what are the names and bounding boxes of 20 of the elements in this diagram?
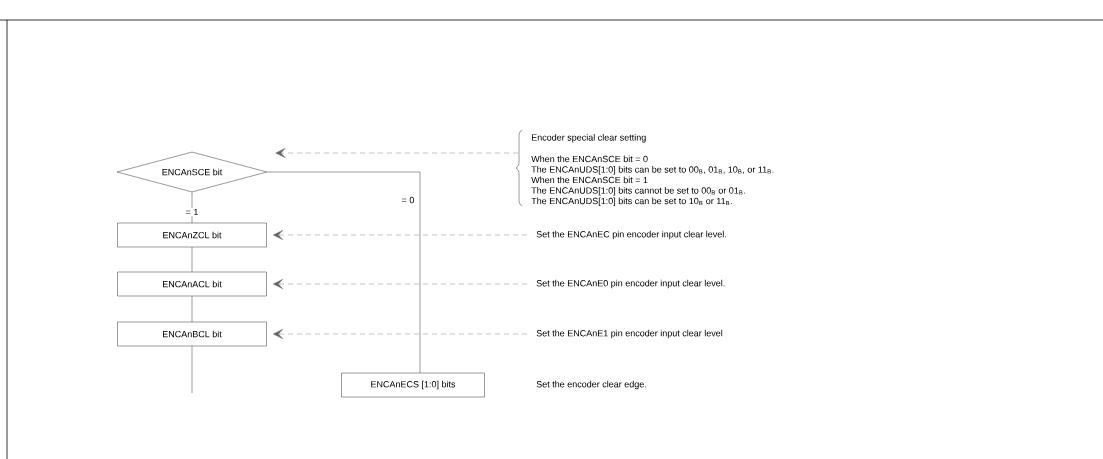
note-text: Set the ENCAnEC pin encoder input clear level. <box>536 230 726 240</box>
note-text: Set the ENCAnE0 pin encoder input clear level. <box>536 279 725 289</box>
connector-line <box>267 171 421 373</box>
connector-line <box>191 296 193 322</box>
edge-label: = 1 <box>184 207 200 217</box>
arrow <box>272 328 528 340</box>
connector-line <box>191 247 193 272</box>
process-box: ENCAnBCL bit <box>117 321 267 347</box>
note-text: Encoder special clear setting When the ENCAnSCE bit = 0 The ENCAnUDS[1:0] bits can be set to 00$_{B}$, 01$_{B}$, 10$_{B}$, or 11$_{B}$. When the ENCAnSCE bit = 1 The ENCAnUDS[1:0] bits cannot be set to 00$_{B}$ or 01$_{B}$. The ENCAnUDS[1:0] bits can be set to 10$_{B}$ or 11$_{B}$. <box>531 134 774 206</box>
process-box: ENCAnACL bit <box>117 271 267 297</box>
note-text: Set the encoder clear edge. <box>536 380 646 390</box>
connector-line <box>191 346 193 394</box>
arrow <box>272 278 528 290</box>
arrow <box>272 229 528 241</box>
process-box: ENCAnECS [1:0] bits <box>341 372 485 398</box>
note-text: Set the ENCAnE1 pin encoder input clear level <box>536 329 723 339</box>
edge-label: = 0 <box>400 195 416 205</box>
process-box: ENCAnZCL bit <box>117 222 267 248</box>
connector-line <box>191 192 193 223</box>
arrow <box>275 147 519 159</box>
